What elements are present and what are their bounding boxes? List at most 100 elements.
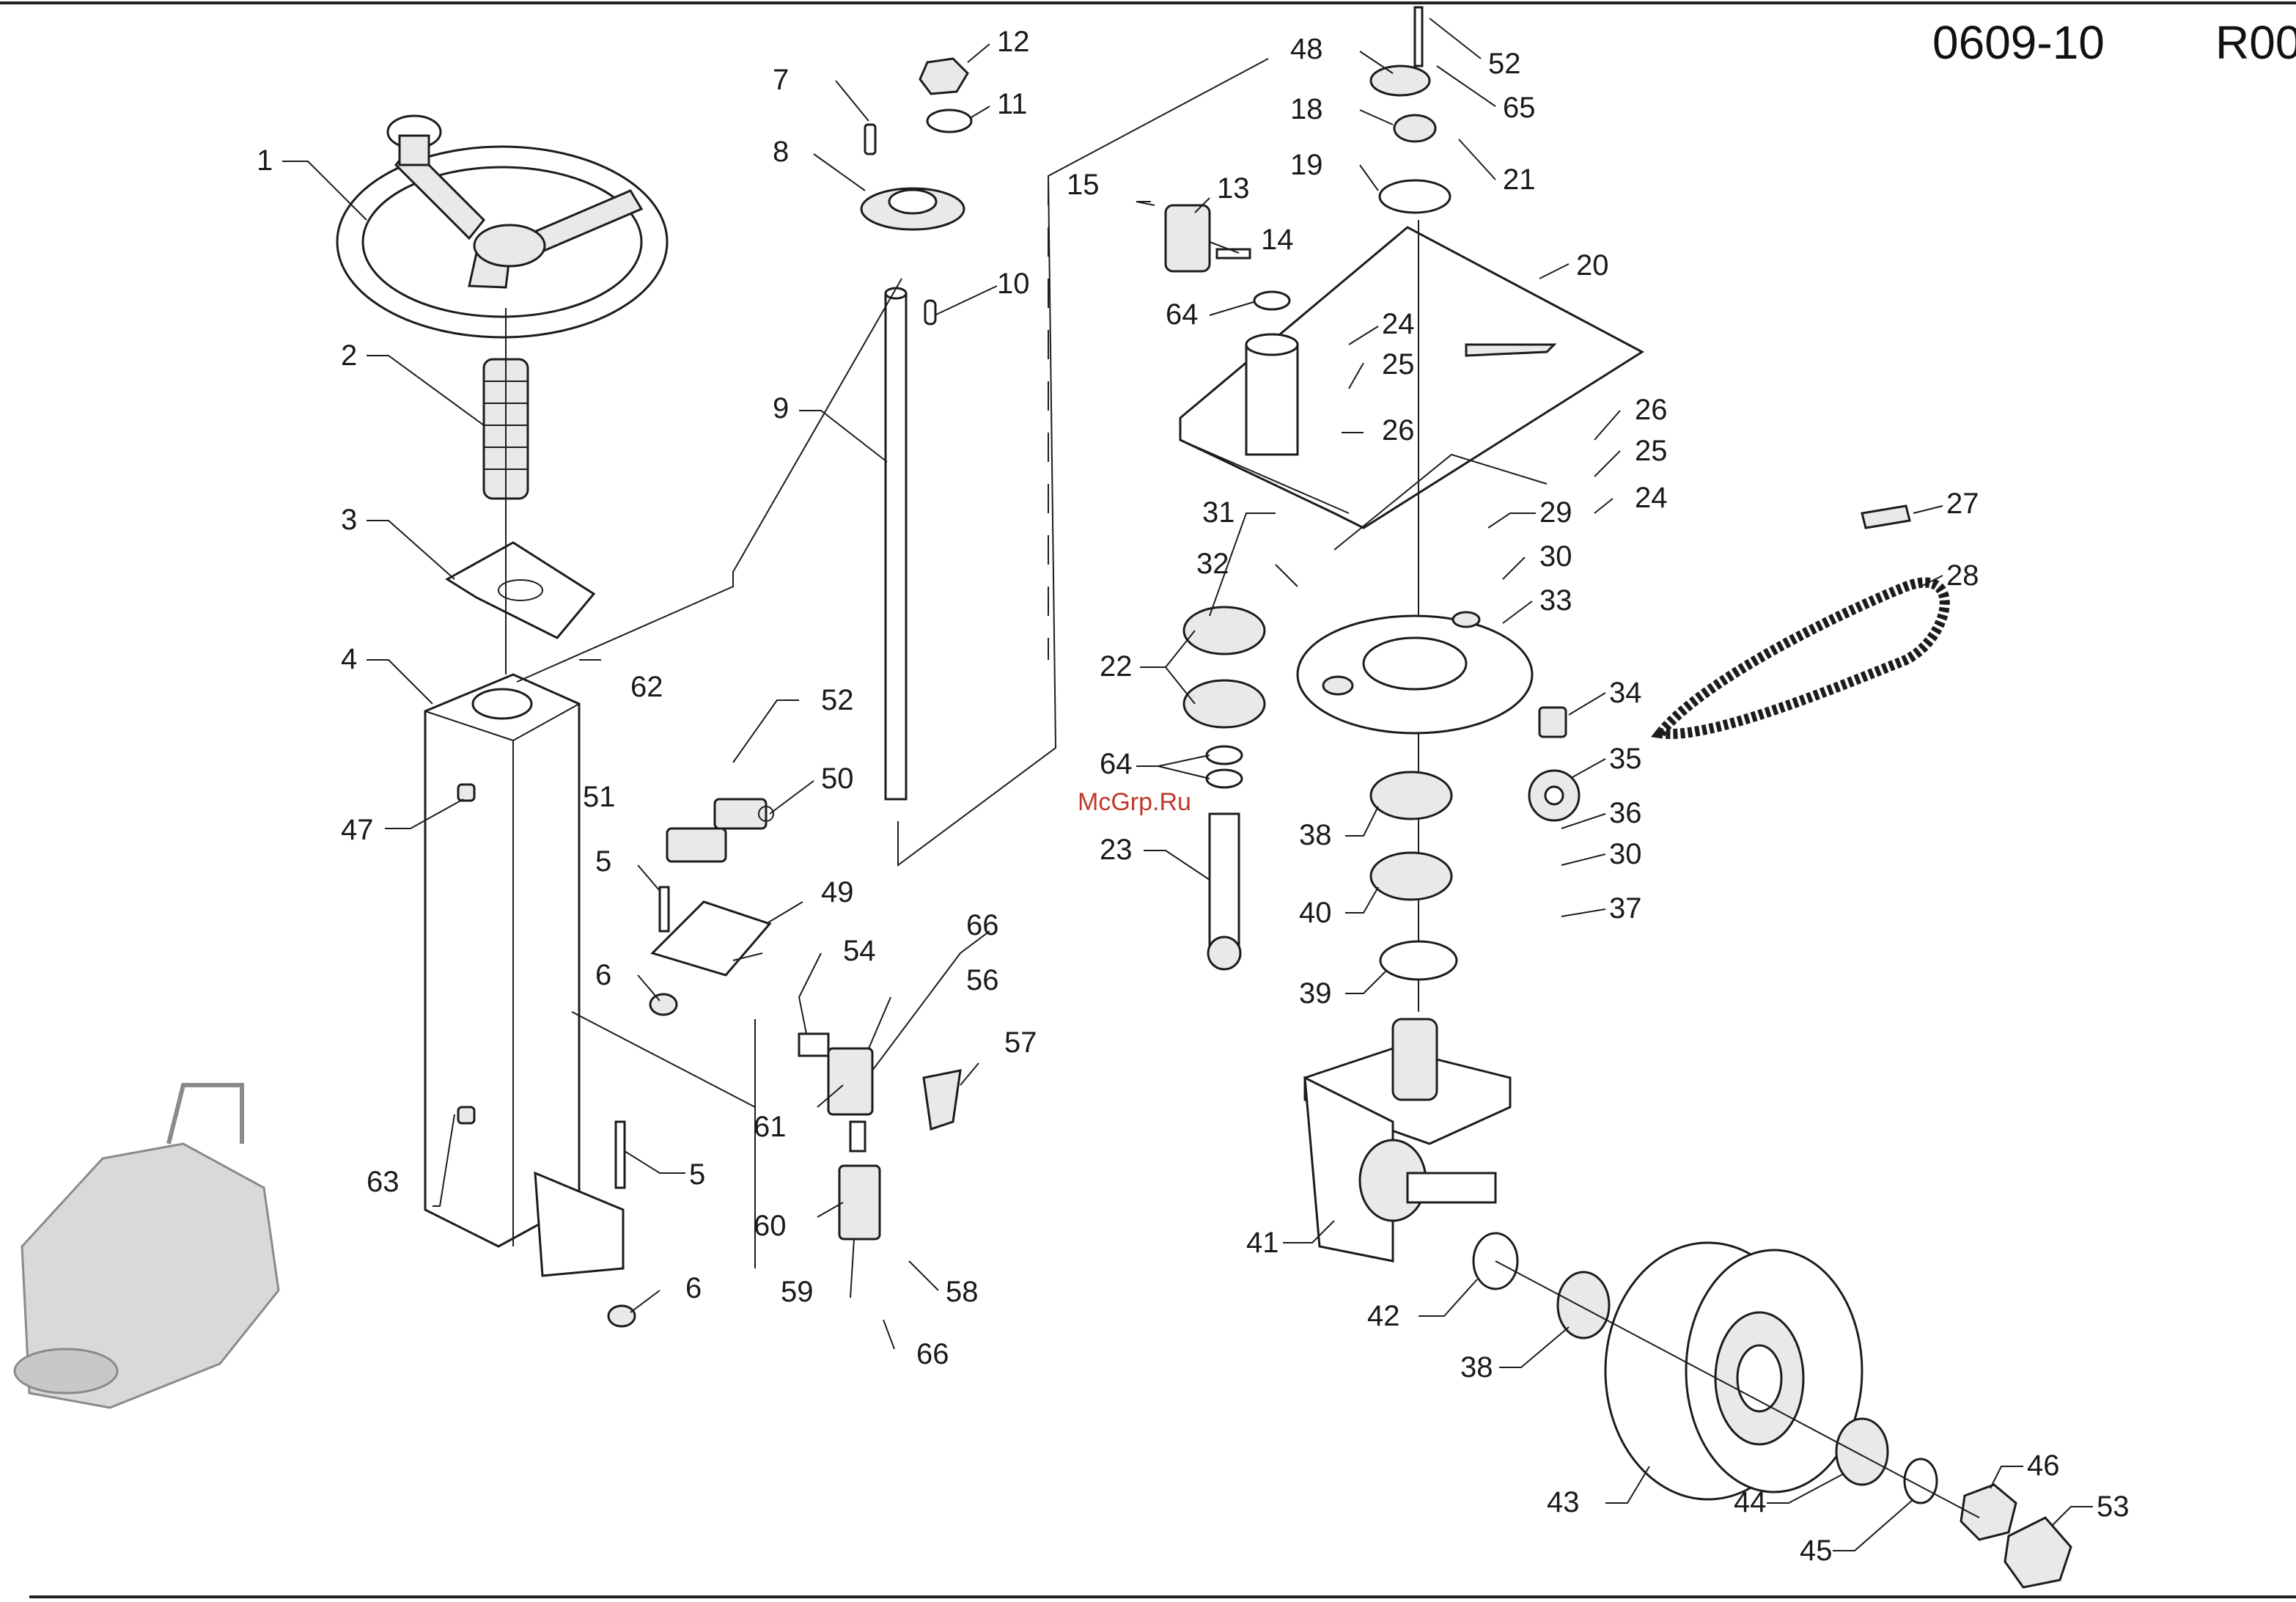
universal-joint: [1166, 205, 1250, 271]
callout-65: 65: [1503, 92, 1536, 124]
bearings-22: [1184, 607, 1265, 727]
drive-sprocket: [1298, 612, 1532, 733]
callout-24a: 24: [1382, 308, 1415, 340]
callout-53: 53: [2097, 1491, 2130, 1523]
callout-2: 2: [341, 339, 357, 372]
screw-5a: [660, 887, 669, 931]
callout-59: 59: [781, 1276, 814, 1308]
connector-assembly-upper: [799, 1034, 960, 1129]
nut-6b: [608, 1306, 635, 1326]
callout-30b: 30: [1609, 838, 1642, 870]
idler-sprocket: [1529, 708, 1579, 820]
callout-35: 35: [1609, 743, 1642, 775]
callout-25b: 25: [1635, 435, 1668, 467]
cap-48: [1371, 66, 1430, 95]
callout-62: 62: [630, 671, 663, 703]
ring-64-lower-a: [1207, 746, 1242, 764]
callout-25a: 25: [1382, 348, 1415, 381]
bolt-52-top: [1415, 7, 1422, 66]
callout-5b: 5: [689, 1158, 705, 1191]
callout-10: 10: [997, 268, 1030, 300]
callout-34: 34: [1609, 677, 1642, 709]
hex-nut-top: [920, 59, 968, 94]
drive-wheel: [1605, 1243, 1862, 1499]
callout-14: 14: [1261, 224, 1294, 256]
callout-63: 63: [367, 1166, 400, 1198]
callout-31: 31: [1202, 496, 1235, 529]
drawing-code: 0609-10: [1932, 16, 2105, 69]
callout-26b: 26: [1635, 394, 1668, 426]
machine-thumbnail: [15, 1085, 279, 1408]
callout-6a: 6: [595, 959, 611, 991]
callout-24b: 24: [1635, 482, 1668, 514]
callout-18: 18: [1290, 93, 1323, 125]
callout-45: 45: [1800, 1535, 1833, 1567]
callout-41: 41: [1246, 1227, 1279, 1259]
switch-block: [667, 828, 726, 861]
watermark-text: McGrp.Ru: [1078, 788, 1191, 816]
ring-64-lower-b: [1207, 770, 1242, 787]
connector-assembly-lower: [839, 1122, 880, 1239]
callout-61: 61: [754, 1111, 787, 1143]
callout-7: 7: [773, 64, 789, 96]
callout-44: 44: [1734, 1486, 1767, 1518]
ring-64-top: [1254, 292, 1289, 309]
callout-49: 49: [821, 876, 854, 908]
callout-26a: 26: [1382, 414, 1415, 447]
callout-3: 3: [341, 504, 357, 536]
callout-27: 27: [1946, 488, 1979, 520]
bearing-38-lower: [1558, 1272, 1609, 1338]
callout-43: 43: [1547, 1486, 1580, 1518]
callout-66a: 66: [966, 909, 999, 941]
callout-20: 20: [1576, 249, 1609, 282]
washer-19: [1380, 180, 1450, 213]
switch-plate: [652, 902, 770, 975]
callout-57: 57: [1004, 1026, 1037, 1059]
drive-chain: [1660, 582, 1945, 734]
mounting-bracket: [447, 543, 594, 638]
callout-9: 9: [773, 392, 789, 425]
gearbox: [1305, 1019, 1510, 1261]
seal-39: [1380, 941, 1457, 980]
callout-19: 19: [1290, 149, 1323, 181]
callout-47: 47: [341, 814, 374, 846]
callout-12: 12: [997, 26, 1030, 58]
callout-58: 58: [946, 1276, 979, 1308]
callout-1: 1: [257, 144, 273, 177]
callout-51: 51: [583, 781, 616, 813]
castle-nut: [1394, 115, 1435, 142]
callout-40: 40: [1299, 897, 1332, 929]
callout-64a: 64: [1166, 298, 1199, 331]
callout-6b: 6: [685, 1272, 702, 1304]
callout-4: 4: [341, 643, 357, 675]
callout-37: 37: [1609, 892, 1642, 925]
callout-8: 8: [773, 136, 789, 168]
callout-29: 29: [1539, 496, 1572, 529]
callout-36: 36: [1609, 797, 1642, 829]
washer-top: [927, 110, 971, 132]
flange-bearing: [861, 188, 964, 229]
callout-50: 50: [821, 763, 854, 795]
callout-39: 39: [1299, 977, 1332, 1010]
steering-column-housing: [425, 675, 623, 1276]
callout-66b: 66: [916, 1338, 949, 1370]
pinion-shaft: [1208, 814, 1240, 969]
callout-38b: 38: [1460, 1351, 1493, 1384]
callout-64b: 64: [1100, 748, 1133, 780]
nut-6a: [650, 994, 677, 1015]
cap-nut-53: [2005, 1518, 2071, 1587]
callout-33: 33: [1539, 584, 1572, 617]
callout-60: 60: [754, 1210, 787, 1242]
bearing-44: [1836, 1419, 1888, 1485]
callout-5a: 5: [595, 845, 611, 878]
callout-28: 28: [1946, 559, 1979, 592]
callout-15: 15: [1067, 169, 1100, 201]
callout-48: 48: [1290, 33, 1323, 65]
callout-11: 11: [997, 88, 1028, 120]
key-pin: [925, 301, 935, 324]
callout-13: 13: [1217, 172, 1250, 205]
callout-30a: 30: [1539, 540, 1572, 573]
callout-46: 46: [2027, 1449, 2060, 1482]
screw-5b: [616, 1122, 625, 1188]
callout-38a: 38: [1299, 819, 1332, 851]
